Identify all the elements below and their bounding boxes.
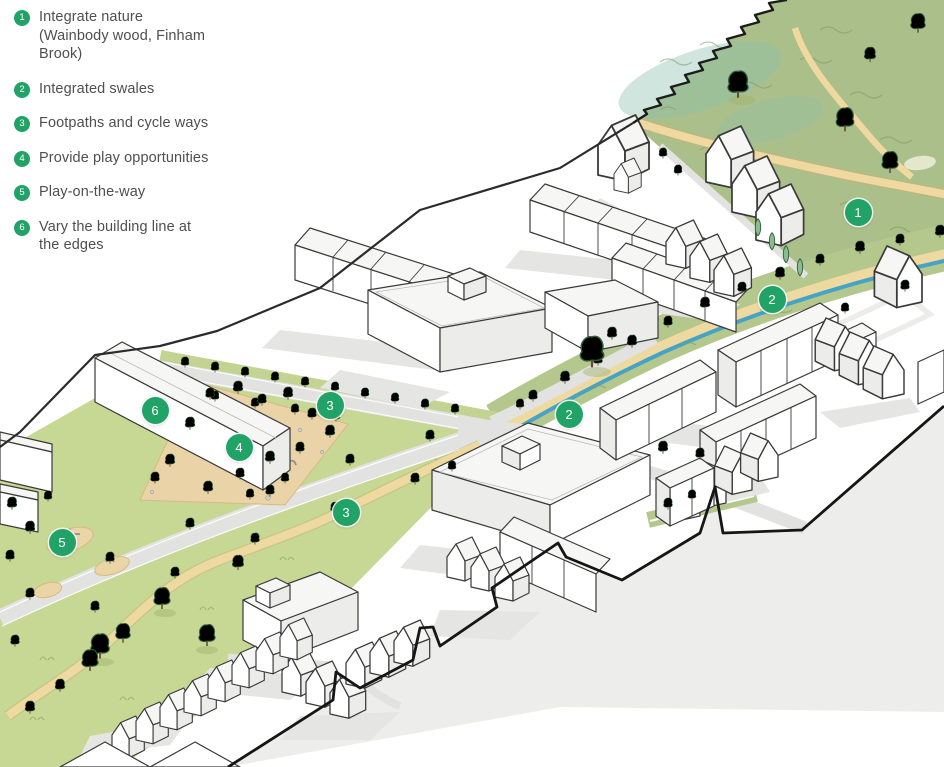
east-terrace-row-1 (717, 302, 839, 408)
east-terrace-row-2 (599, 359, 717, 461)
hill-clearing (904, 155, 936, 171)
hill-footpath (634, 118, 944, 199)
legend-label-6: Vary the building line at the edges (39, 218, 192, 254)
section-cut-line (227, 404, 944, 767)
legend-item-6: 6 Vary the building line at the edges (14, 218, 210, 255)
legend-item-4: 4 Provide play opportunities (14, 149, 210, 168)
site-marker-4-play: 4 (225, 433, 253, 461)
east-courtyard-houses (814, 317, 905, 400)
legend-dot-5: 5 (14, 185, 30, 201)
legend-dot-3: 3 (14, 116, 30, 132)
apartment-block-b (544, 279, 659, 353)
site-marker-2-swales-east: 2 (758, 285, 786, 313)
site-marker-3-footpaths-north: 3 (316, 391, 344, 419)
south-west-terrace (59, 617, 313, 767)
legend-dot-6: 6 (14, 219, 30, 236)
site-marker-2-swales-west: 2 (555, 400, 583, 428)
legend-label-3: Footpaths and cycle ways (39, 115, 209, 131)
legend-item-5: 5 Play-on-the-way (14, 183, 210, 202)
legend-item-3: 3 Footpaths and cycle ways (14, 114, 210, 133)
legend-item-2: 2 Integrated swales (14, 80, 210, 99)
trees (5, 12, 944, 715)
legend: 1 Integrate nature (Wainbody wood, Finha… (14, 8, 210, 271)
corridor-path (497, 249, 944, 436)
apartment-block-a (367, 267, 553, 373)
spine-footpath (5, 441, 482, 720)
legend-label-1: Integrate nature (Wainbody wood, Finham … (39, 9, 206, 62)
legend-dot-1: 1 (14, 10, 30, 26)
far-east-house (873, 245, 944, 405)
site-marker-3-footpaths-south: 3 (332, 498, 360, 526)
legend-dot-2: 2 (14, 81, 30, 98)
legend-dot-4: 4 (14, 150, 30, 167)
legend-label-2: Integrated swales (39, 80, 155, 97)
site-marker-6-building-line: 6 (141, 396, 169, 424)
legend-label-5: Play-on-the-way (39, 184, 146, 200)
street-corridor-north (489, 332, 658, 428)
site-marker-1-integrate-nature: 1 (844, 198, 872, 226)
boundary-hedge-line (632, 0, 788, 125)
legend-label-4: Provide play opportunities (39, 149, 209, 166)
site-boundary-line (0, 122, 634, 448)
site-marker-5-play-on-the-way: 5 (48, 528, 76, 556)
legend-item-1: 1 Integrate nature (Wainbody wood, Finha… (14, 8, 210, 64)
